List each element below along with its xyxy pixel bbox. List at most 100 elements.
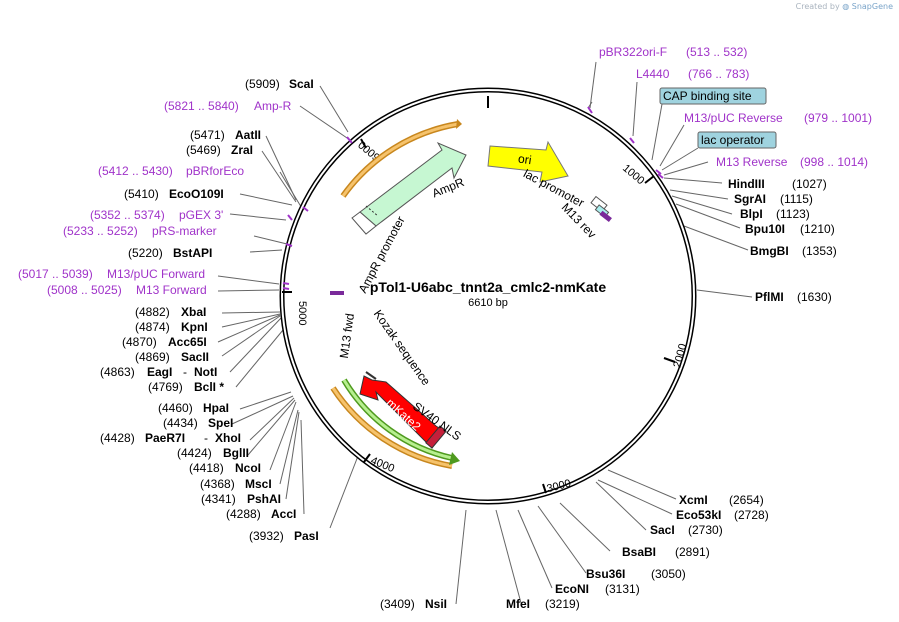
site-name-acci[interactable]: AccI: [271, 507, 296, 521]
mkate-green-arc-inner: [342, 379, 453, 460]
kozak-feature: [365, 371, 377, 380]
site-name-eagi[interactable]: EagI: [147, 365, 172, 379]
m13-fwd-label: M13 fwd: [337, 312, 357, 359]
site-name-ecoo109i[interactable]: EcoO109I: [169, 187, 224, 201]
cap-binding-box: [659, 87, 767, 105]
site-name-zrai[interactable]: ZraI: [231, 143, 253, 157]
prs-marker-range: (5233 .. 5252): [63, 224, 138, 238]
site-name-bglii[interactable]: BglII: [223, 446, 249, 460]
snapgene-credit: Created by ◍ SnapGene: [796, 2, 893, 11]
site-pos-scai: (5909): [245, 77, 280, 91]
backbone-inner: [281, 89, 695, 503]
lac-operator-box: [697, 131, 777, 149]
site-pos-xbai: (4882): [135, 305, 170, 319]
site-pos-acci: (4288): [226, 507, 261, 521]
ampr-orange-arc-inner: [341, 122, 459, 197]
site-pos-sgrai: (1115): [780, 192, 813, 206]
site-pos-zrai: (5469): [186, 143, 221, 157]
plasmid-size: 6610 bp: [468, 297, 508, 309]
site-pos-bsabi: (2891): [675, 545, 710, 559]
site-name-hindiii[interactable]: HindIII: [728, 177, 765, 191]
lac-operator-label: lac operator: [701, 133, 764, 147]
primer-marks: [282, 106, 664, 290]
site-pos-bmgbi: (1353): [802, 244, 837, 258]
pgex3-name: pGEX 3': [179, 208, 223, 222]
cap-binding-label: CAP binding site: [663, 89, 752, 103]
site-name-pshai[interactable]: PshAI: [247, 492, 281, 506]
site-name-aatii[interactable]: AatII: [235, 128, 261, 142]
m13-fwd-feature: [330, 291, 344, 295]
site-name-spei[interactable]: SpeI: [208, 416, 233, 430]
site-pos-paer7i-xhoi: (4428): [100, 431, 135, 445]
site-name-hpai[interactable]: HpaI: [203, 401, 229, 415]
credit-brand: SnapGene: [851, 2, 893, 11]
site-pos-ecoo109i: (5410): [124, 187, 159, 201]
site-name-acc65i[interactable]: Acc65I: [168, 335, 207, 349]
site-name-msci[interactable]: MscI: [245, 477, 272, 491]
leader-lines: [217, 61, 753, 605]
site-name-mfei[interactable]: MfeI: [506, 597, 530, 611]
site-sep-paer7i-xhoi: -: [204, 431, 208, 445]
prs-marker-name: pRS-marker: [152, 224, 217, 238]
ampr-orange-arrow: [456, 119, 462, 129]
mkate-orange-arc-inner: [331, 387, 453, 468]
ampr-promoter-feature: [351, 211, 377, 235]
amp-r-name: Amp-R: [254, 99, 292, 113]
site-name-nsii[interactable]: NsiI: [425, 597, 447, 611]
site-name-bstapi[interactable]: BstAPI: [173, 246, 212, 260]
tick-label-3000: 3000: [546, 478, 573, 496]
site-name-eco53ki[interactable]: Eco53kI: [676, 508, 721, 522]
mkate-green-arrow: [449, 452, 460, 465]
site-name-scai[interactable]: ScaI: [289, 77, 314, 91]
site-pos-sacii: (4869): [135, 350, 170, 364]
site-pos-xcmi: (2654): [729, 493, 764, 507]
site-name-xbai[interactable]: XbaI: [181, 305, 206, 319]
backbone-circle: [279, 87, 697, 505]
site-name-kpni[interactable]: KpnI: [181, 320, 208, 334]
site-name-econi[interactable]: EcoNI: [555, 582, 589, 596]
site-pos-blpi: (1123): [776, 207, 810, 221]
feature-labels-right: pBR322ori-F (513 .. 532) L4440 (766 .. 7…: [599, 45, 872, 169]
sites-bottom: (3409) NsiI MfeI (3219): [380, 597, 580, 611]
site-name-blpi[interactable]: BlpI: [740, 207, 763, 221]
site-pos-saci: (2730): [688, 523, 723, 537]
l4440-range: (766 .. 783): [688, 67, 749, 81]
site-name-bmgbi[interactable]: BmgBI: [750, 244, 789, 258]
site-pos-spei: (4434): [163, 416, 198, 430]
site-pos-nsii: (3409): [380, 597, 415, 611]
site-name-pasi[interactable]: PasI: [294, 529, 319, 543]
tick-label-5000: 5000: [296, 301, 308, 325]
site-name-bpu10i[interactable]: Bpu10I: [745, 222, 785, 236]
site-name-pflmi[interactable]: PflMI: [755, 290, 784, 304]
sites-left: (5909) ScaI (5471) AatII (5469) ZraI (54…: [100, 77, 319, 543]
site-name-xhoi[interactable]: XhoI: [215, 431, 241, 445]
site-name-paer7i[interactable]: PaeR7I: [145, 431, 185, 445]
site-pos-eagi-noti: (4863): [100, 365, 135, 379]
site-name-xcmi[interactable]: XcmI: [679, 493, 708, 507]
site-name-noti[interactable]: NotI: [194, 365, 217, 379]
credit-text: Created by: [795, 2, 840, 11]
site-pos-bglii: (4424): [177, 446, 212, 460]
site-pos-econi: (3131): [605, 582, 640, 596]
plasmid-name: pTol1-U6abc_tnnt2a_cmlc2-nmKate: [370, 279, 606, 295]
site-name-bcli[interactable]: BclI *: [194, 380, 224, 394]
site-name-bsabi[interactable]: BsaBI: [622, 545, 656, 559]
site-pos-hindiii: (1027): [792, 177, 827, 191]
site-name-sacii[interactable]: SacII: [181, 350, 209, 364]
site-pos-ncoi: (4418): [189, 461, 224, 475]
pbr322ori-f-name: pBR322ori-F: [599, 45, 667, 59]
site-name-bsu36i[interactable]: Bsu36I: [586, 567, 625, 581]
site-pos-bsu36i: (3050): [651, 567, 686, 581]
snapgene-logo-icon: ◍: [842, 2, 850, 11]
site-pos-pasi: (3932): [249, 529, 284, 543]
site-pos-eco53ki: (2728): [734, 508, 769, 522]
site-name-ncoi[interactable]: NcoI: [235, 461, 261, 475]
site-pos-hpai: (4460): [158, 401, 193, 415]
pbrforeco-range: (5412 .. 5430): [98, 164, 173, 178]
ampr-feature: [359, 141, 467, 227]
ampr-promoter-dash: [365, 205, 379, 217]
site-pos-acc65i: (4870): [122, 335, 157, 349]
site-name-sgrai[interactable]: SgrAI: [734, 192, 766, 206]
pbr322ori-f-range: (513 .. 532): [686, 45, 747, 59]
site-name-saci[interactable]: SacI: [650, 523, 675, 537]
